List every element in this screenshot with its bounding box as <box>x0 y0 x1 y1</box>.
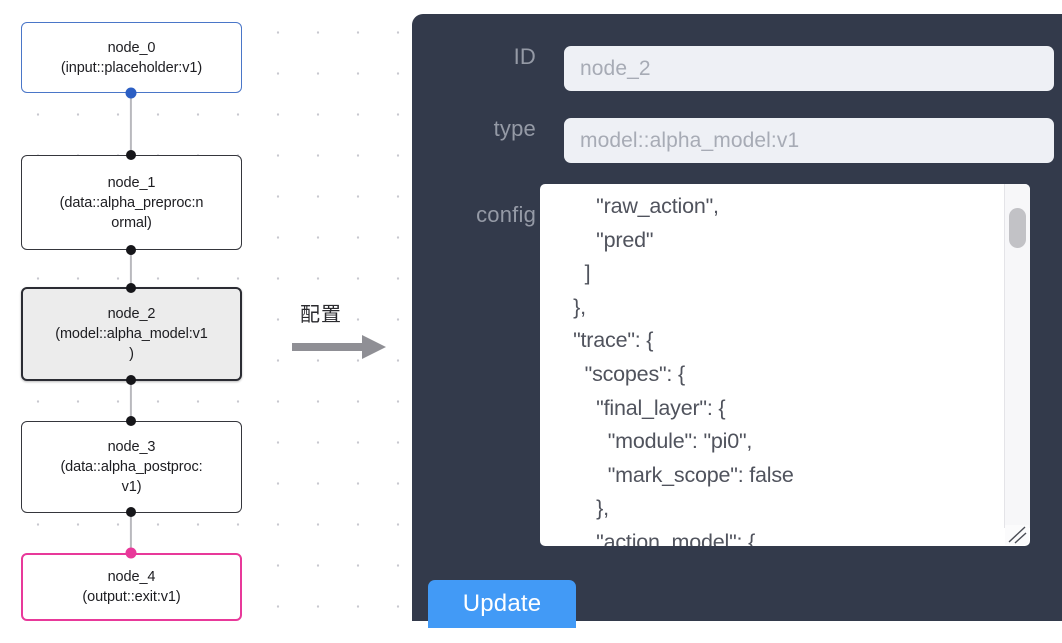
edge-node0-node1 <box>129 92 133 156</box>
edge-node2-node3 <box>129 380 133 421</box>
port-node_0-out[interactable] <box>125 87 137 99</box>
arrow-right-icon <box>292 332 388 367</box>
port-node_1-in[interactable] <box>126 150 136 160</box>
config-textarea-scrollbar[interactable] <box>1004 184 1030 528</box>
resize-handle-icon[interactable] <box>1005 525 1029 545</box>
graph-node-node_3[interactable]: node_3 (data::alpha_postproc: v1) <box>21 421 242 513</box>
graph-node-node_4[interactable]: node_4 (output::exit:v1) <box>21 553 242 621</box>
config-textarea-wrapper <box>540 184 1030 546</box>
graph-node-node_1[interactable]: node_1 (data::alpha_preproc:n ormal) <box>21 155 242 250</box>
edge-node1-node2 <box>129 250 133 288</box>
edge-node3-node4 <box>129 512 133 553</box>
id-input[interactable] <box>564 46 1054 91</box>
transition-annotation: 配置 <box>292 298 402 366</box>
port-node_3-in[interactable] <box>126 416 136 426</box>
graph-node-node_2[interactable]: node_2 (model::alpha_model:v1 ) <box>21 287 242 381</box>
type-field-label: type <box>493 116 536 141</box>
port-node_2-in[interactable] <box>126 283 136 293</box>
update-button[interactable]: Update <box>428 580 576 628</box>
config-textarea[interactable] <box>540 184 1030 546</box>
graph-node-node_0[interactable]: node_0 (input::placeholder:v1) <box>21 22 242 93</box>
type-input[interactable] <box>564 118 1054 163</box>
graph-node-label: node_3 (data::alpha_postproc: v1) <box>60 439 203 495</box>
port-node_3-out[interactable] <box>126 507 136 517</box>
port-node_4-in[interactable] <box>125 547 137 559</box>
graph-node-label: node_2 (model::alpha_model:v1 ) <box>55 306 208 362</box>
field-row-config: config <box>436 204 536 226</box>
field-row-id: ID <box>436 46 1054 91</box>
id-field-label: ID <box>513 44 536 69</box>
field-row-type: type <box>436 118 1054 163</box>
port-node_1-out[interactable] <box>126 245 136 255</box>
scrollbar-thumb[interactable] <box>1009 208 1026 248</box>
graph-node-label: node_0 (input::placeholder:v1) <box>60 39 203 76</box>
graph-node-label: node_1 (data::alpha_preproc:n ormal) <box>59 174 204 231</box>
transition-label: 配置 <box>300 302 342 326</box>
graph-node-label: node_4 (output::exit:v1) <box>82 569 181 605</box>
port-node_2-out[interactable] <box>126 375 136 385</box>
config-field-label: config <box>476 202 536 227</box>
